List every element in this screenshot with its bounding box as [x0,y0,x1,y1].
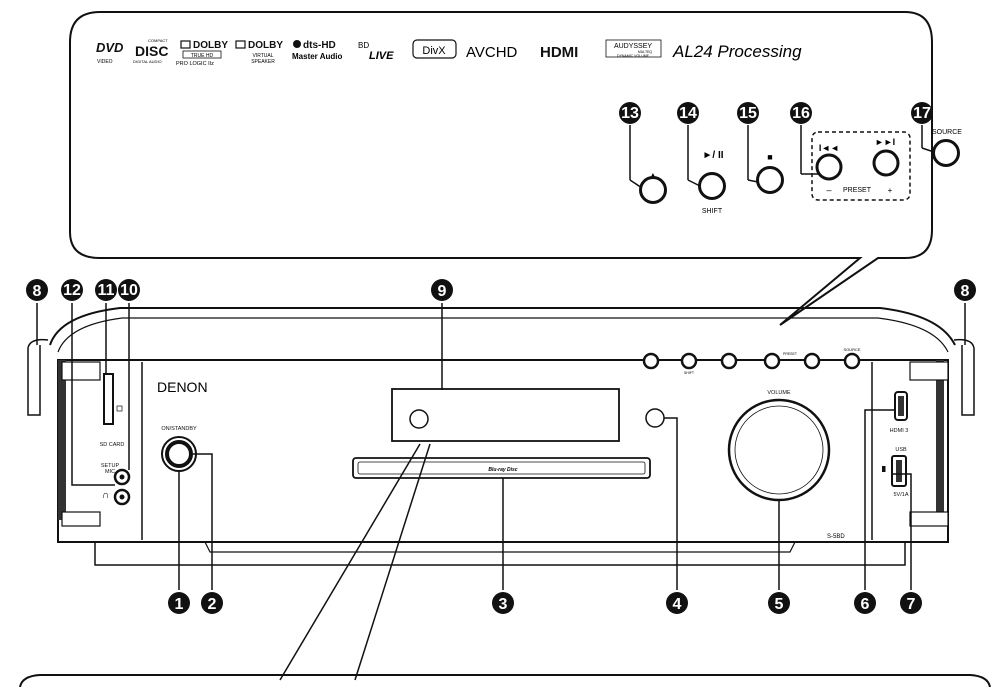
volume-label: VOLUME [767,390,791,396]
callout-17: 17 [913,105,931,122]
mini-preset-label: PRESET [783,352,798,356]
mic-label: MIC [105,469,115,475]
audyssey-multeq: MULTEQ [638,50,653,54]
mini-buttons: SHIFT PRESET SOURCE [642,347,861,375]
callout-8-right: 8 [961,283,970,300]
callout-4: 4 [673,596,682,613]
callout-8-left: 8 [33,283,42,300]
zoom-plus-label: + [888,186,893,195]
dolby-plii: PRO LOGIC IIz [176,61,214,67]
zoom-bubble [69,11,933,326]
dolby-logo-1: DOLBY [193,40,228,51]
sd-card-label: SD CARD [100,442,125,448]
zoom-source-button[interactable] [932,139,960,167]
zoom-minus-label: – [826,185,831,195]
avchd-logo: AVCHD [466,44,518,61]
callout-6: 6 [861,596,870,613]
dvd-logo-sub: VIDEO [97,59,113,65]
usb-power-label: 5V/1A [894,492,909,498]
display-window [391,388,620,442]
dvd-logo: DVD [96,40,124,55]
usb-label: USB [895,447,907,453]
dolby-virtual: VIRTUAL [252,53,273,59]
callout-2: 2 [208,596,217,613]
callout-14: 14 [679,105,697,122]
callout-13: 13 [621,105,639,122]
preset-plus-button[interactable] [803,352,821,370]
zoom-eject-button[interactable] [639,176,667,204]
zoom-shift-label: SHIFT [702,208,723,215]
preset-minus-button[interactable] [763,352,781,370]
zoom-preset-label: PRESET [843,187,872,194]
logo-row: DVD VIDEO COMPACT DISC DIGITAL AUDIO DOL… [96,38,802,67]
model-label: S-5BD [827,534,845,540]
zoom-stop-button[interactable] [756,166,784,194]
bd-logo: BD [358,41,369,50]
zoom-buttons: ▲ ►/ II SHIFT ■ I◄◄ ►►I – PRESET + SOURC… [629,125,962,215]
callout-5: 5 [775,596,784,613]
zoom-preset-minus-button[interactable] [815,153,843,181]
device-body: DENON SD CARD SETUP MIC ∩ ON/STANDBY Blu… [27,307,975,566]
mini-shift-label: SHIFT [684,371,695,375]
callout-7: 7 [907,596,916,613]
hdmi-logo: HDMI [540,44,578,61]
bluray-logo: Blu-ray Disc [488,467,517,473]
zoom-stop-icon: ■ [767,152,772,162]
bd-live: LIVE [369,50,394,62]
zoom-play-pause-button[interactable] [698,172,726,200]
eject-button[interactable] [642,352,660,370]
divx-logo: DivX [422,45,446,57]
callout-9: 9 [438,283,447,300]
zoom-preset-plus-button[interactable] [872,149,900,177]
disc-tray[interactable] [352,457,651,479]
callout-16: 16 [792,105,810,122]
volume-knob[interactable] [727,398,831,502]
zoom-prev-icon: I◄◄ [819,143,839,153]
leader-lines [36,303,966,590]
dts-logo: dts-HD [303,40,336,51]
stop-button[interactable] [720,352,738,370]
callout-11: 11 [98,282,115,299]
brand-logo: DENON [157,379,208,395]
on-standby-label: ON/STANDBY [161,426,197,432]
al24-logo: AL24 Processing [672,42,802,61]
play-pause-button[interactable] [680,352,698,370]
sd-card-slot[interactable] [103,373,114,425]
audyssey-logo: AUDYSSEY [614,43,652,50]
remote-sensor [645,408,665,428]
dolby-truehd: TRUE HD [191,53,214,59]
callout-1: 1 [175,596,184,613]
callout-15: 15 [739,105,757,122]
cd-logo: DISC [135,43,168,59]
callout-12: 12 [63,282,81,299]
zoom-source-label: SOURCE [932,129,962,136]
dolby-logo-2: DOLBY [248,40,283,51]
headphone-icon: ∩ [102,490,109,501]
callout-10: 10 [120,282,138,299]
audyssey-dv: DYNAMIC VOLUME [617,54,650,58]
zoom-play-pause-icon: ►/ II [702,150,723,161]
cd-logo-sub: DIGITAL AUDIO [133,59,162,64]
dts-master: Master Audio [292,52,342,61]
callout-3: 3 [499,596,508,613]
display-indicator [409,409,429,429]
zoom-next-icon: ►►I [875,137,895,147]
hdmi3-label: HDMI 3 [890,428,909,434]
source-button[interactable] [843,352,861,370]
callout-badges: 1 2 3 4 5 6 7 8 8 9 10 11 12 13 14 15 16… [26,102,976,614]
dolby-speaker: SPEAKER [251,59,275,65]
setup-label: SETUP [101,463,120,469]
mini-source-label: SOURCE [843,347,860,352]
cd-logo-top: COMPACT [148,38,168,43]
